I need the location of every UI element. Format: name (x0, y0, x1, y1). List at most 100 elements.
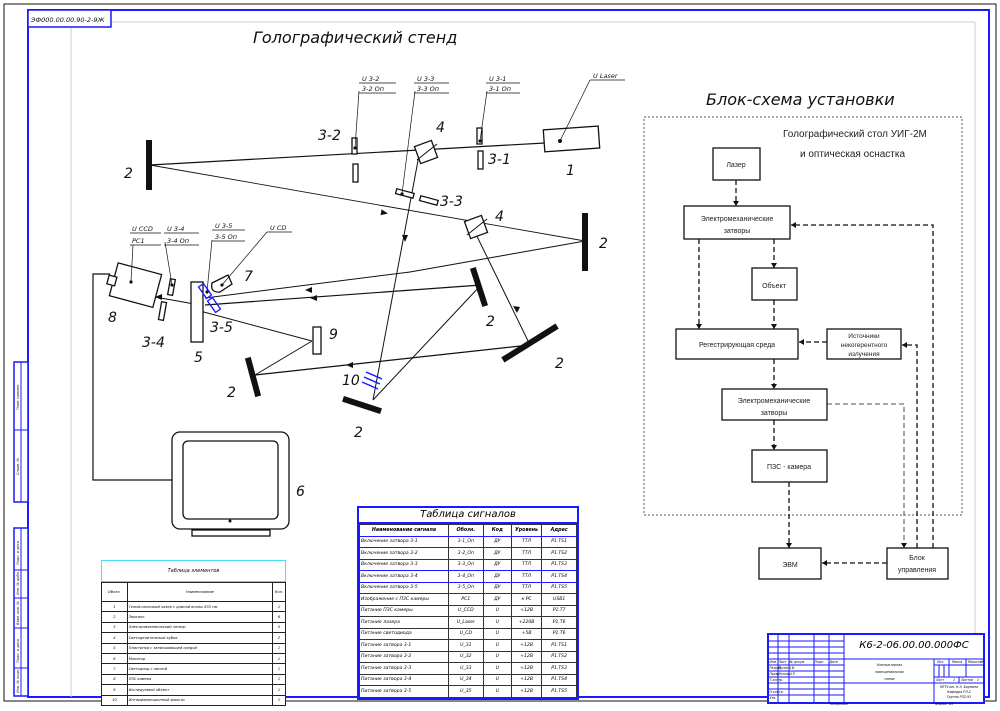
element-cell: 1 (272, 694, 286, 706)
signal-cell: ДУ (482, 593, 512, 606)
column-header: Обозн. (101, 582, 128, 602)
svg-text:некогерентного: некогерентного (841, 342, 888, 349)
signal-cell: USB1 (541, 593, 577, 606)
title-block: К6-2-06.00.00.000ФС Компьютерная принцип… (767, 633, 985, 704)
block-shutters-top (683, 205, 791, 240)
side-strip: Перв. примен. Справ. № Подп. и дата Инв.… (13, 361, 29, 697)
block-diagram: Голографический стол УИГ-2М и оптическая… (643, 116, 963, 580)
label-mirror: 2 (486, 314, 495, 330)
element-cell: Светоделительный кубик (126, 632, 274, 644)
signal-cell: U (482, 673, 512, 686)
stamp-name-line: Компьютерная (876, 663, 903, 667)
signal-cell: Питание затвора 3-4 (359, 673, 449, 686)
signal-cell: ДУ (482, 535, 512, 548)
signal-cell: U (482, 616, 512, 629)
signal-cell: Р1.ТS2 (541, 547, 577, 560)
signal-cell: Р1.Т6 (541, 627, 577, 640)
signal-label: 3-1 Оп (489, 85, 511, 93)
element-cell: 6 (272, 611, 286, 623)
signal-cell: ТТЛ (510, 535, 543, 548)
signal-cell: U_32 (447, 650, 484, 663)
signal-cell: +220В (510, 616, 543, 629)
label-shutter-3-1: 3-1 (488, 152, 511, 168)
stamp-col-header: Масштаб (968, 660, 984, 664)
signal-cell: U (482, 662, 512, 675)
label-shutter-3-2: 3-2 (318, 128, 341, 144)
signal-cell: U_CCD (447, 604, 484, 617)
signal-cell: 3-4_Оп (447, 570, 484, 583)
element-cell: Электромеханический затвор (126, 621, 274, 634)
stamp-field: Ионов А.Р. (778, 672, 796, 676)
stamp-name-line: схема (884, 677, 895, 681)
format-label: Формат А3 (935, 702, 954, 706)
column-header: Адрес (541, 524, 577, 537)
outer-border (3, 3, 997, 702)
signal-cell: ДУ (482, 547, 512, 560)
svg-text:управления: управления (898, 567, 936, 574)
signal-cell: Р1.ТS5 (541, 685, 577, 698)
code-corner-box (27, 9, 112, 28)
signal-cell: U_CD (447, 627, 484, 640)
stamp-field: Разраб. (769, 666, 783, 670)
signal-cell: Включение затвора 3-2 (359, 547, 449, 560)
code-corner: ЭФ000.00.00.90-2-9Ж (30, 16, 106, 24)
signal-cell: ДУ (482, 558, 512, 571)
signal-cell: Р1.ТS1 (541, 639, 577, 652)
signal-label: U 3-1 (489, 75, 506, 83)
signal-table-title: Таблица сигналов (359, 508, 577, 524)
stamp-field: Пров. (769, 672, 779, 676)
signal-cell: U (482, 650, 512, 663)
signal-cell: Р1.ТS3 (541, 558, 577, 571)
signal-cell: Р1.ТS4 (541, 570, 577, 583)
signal-cell: 3-1_Оп (447, 535, 484, 548)
stamp-col-header: Масса (952, 660, 963, 664)
stamp-field: Изм. (769, 660, 778, 664)
signal-cell: U_33 (447, 662, 484, 675)
element-cell: 5 (101, 642, 128, 654)
column-header: Наименование (126, 582, 274, 602)
signal-label: 3-5 Оп (215, 233, 237, 241)
label-splitter: 4 (495, 209, 504, 225)
element-cell: 9 (101, 684, 128, 696)
svg-text:затворы: затворы (761, 410, 788, 417)
signal-cell: Питание затвора 3-2 (359, 650, 449, 663)
signal-cell: Изображение с ПЗС камеры (359, 593, 449, 606)
org-line: Группа РЛ2-91 (946, 695, 972, 699)
signal-cell: ТТЛ (510, 547, 543, 560)
signal-cell: Включение затвора 3-5 (359, 581, 449, 594)
stamp-col-header: Лит. (937, 660, 945, 664)
signal-cell: ТТЛ (510, 570, 543, 583)
block-ccd-camera (751, 449, 828, 483)
stamp-field: Подп. (814, 660, 825, 664)
strip-label: Перв. примен. (16, 384, 20, 410)
organization: МГТУ им. Н.Э. Баумана Кафедра РЛ-2 Групп… (935, 685, 983, 700)
element-cell: 1 (272, 642, 286, 654)
element-cell: 2 (101, 611, 128, 623)
signal-cell: U (482, 604, 512, 617)
signal-cell: U (482, 685, 512, 698)
element-cell: Пластинка с записывающей средой (126, 642, 274, 654)
signal-cell: Питание светодиода (359, 627, 449, 640)
label-object: 9 (329, 327, 338, 343)
element-cell: Интерференционный фильтр (126, 694, 274, 706)
element-cell: 1 (272, 684, 286, 696)
label-shutter-3-5: 3-5 (210, 320, 233, 336)
copied-label: Копировал (830, 702, 849, 706)
stamp-field: Т.контр. (769, 678, 784, 682)
svg-text:ПЗС - камера: ПЗС - камера (767, 464, 811, 471)
label-laser: 1 (566, 163, 575, 179)
label-mirror: 2 (354, 425, 363, 441)
signal-cell: ДУ (482, 581, 512, 594)
element-cell: 10 (101, 694, 128, 706)
label-filter: 10 (342, 373, 360, 389)
signal-label: PC1 (132, 237, 145, 245)
block-incoherent-sources (826, 328, 902, 360)
